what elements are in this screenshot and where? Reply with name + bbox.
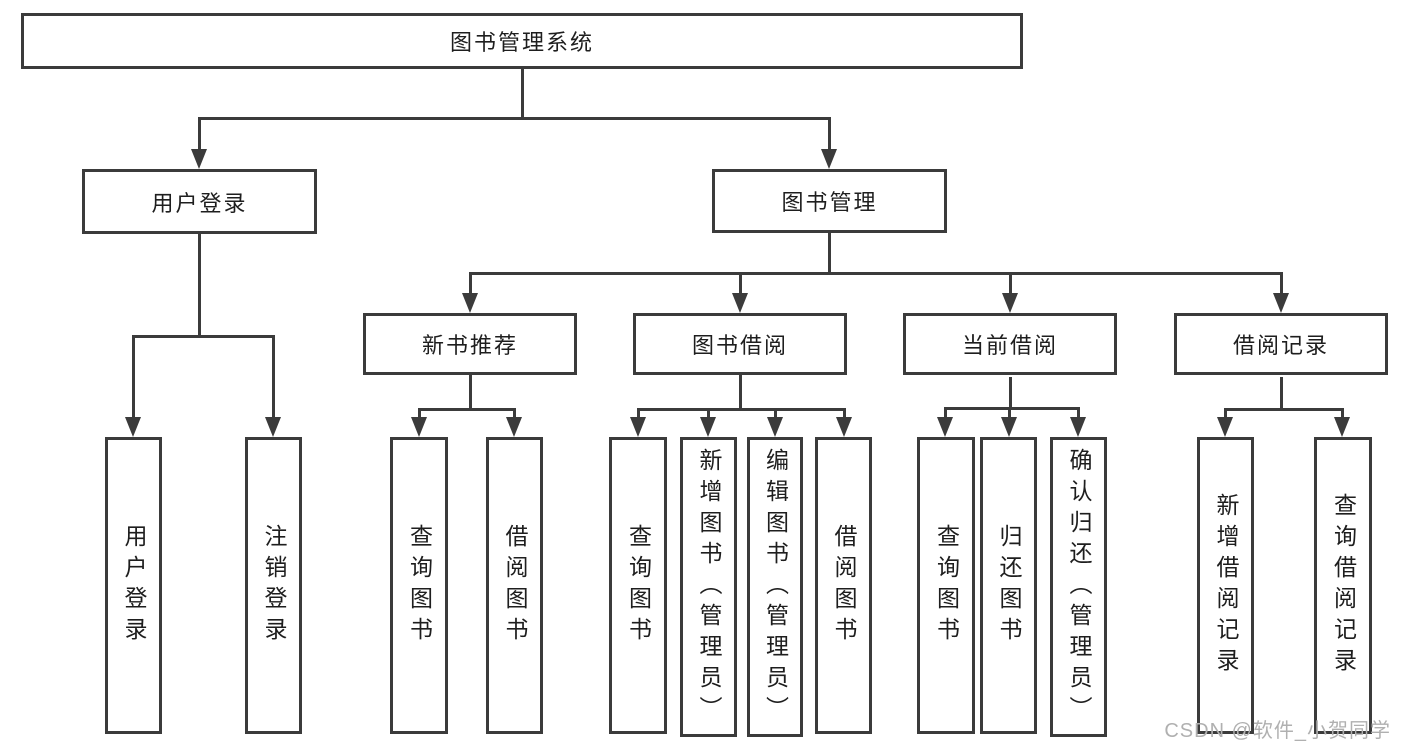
arrow-down-icon [1070,417,1086,437]
node-user-login-leaf: 用户登录 [105,437,162,734]
arrow-down-icon [125,417,141,437]
node-book-borrowing: 图书借阅 [633,313,847,375]
node-bb-add-books-admin: 新增图书（管理员） [680,437,737,737]
connector-drop [1280,272,1283,295]
arrow-down-icon [265,417,281,437]
connector-drop [739,272,742,295]
connector-drop [1341,408,1344,419]
connector-stem [828,233,831,275]
connector-drop [1224,408,1227,419]
arrow-down-icon [630,417,646,437]
arrow-down-icon [836,417,852,437]
arrow-down-icon [1273,293,1289,313]
node-system-root: 图书管理系统 [21,13,1023,69]
connector-stem [1009,377,1012,410]
arrow-down-icon [700,417,716,437]
node-logout-leaf: 注销登录 [245,437,302,734]
arrow-down-icon [506,417,522,437]
node-user-login-module: 用户登录 [82,169,317,234]
connector-drop [198,117,201,151]
node-cb-confirm-return-admin: 确认归还（管理员） [1050,437,1107,737]
node-bb-query-books: 查询图书 [609,437,667,734]
connector-drop [418,408,421,419]
watermark: CSDN @软件_小贺同学 [1164,720,1391,742]
connector-bar [944,407,1079,410]
connector-drop [707,408,710,419]
connector-bar [132,335,274,338]
node-borrowing-records: 借阅记录 [1174,313,1388,375]
arrow-down-icon [1217,417,1233,437]
connector-bar [469,272,1282,275]
connector-bar [637,408,845,411]
node-nb-query-books: 查询图书 [390,437,448,734]
connector-drop [513,408,516,419]
arrow-down-icon [821,149,837,169]
connector-drop [1077,407,1080,419]
node-cb-query-books: 查询图书 [917,437,975,734]
connector-drop [828,117,831,151]
node-bb-borrow-books: 借阅图书 [815,437,872,734]
connector-stem [521,69,524,120]
arrow-down-icon [191,149,207,169]
connector-stem [739,375,742,411]
arrow-down-icon [411,417,427,437]
node-bb-edit-books-admin: 编辑图书（管理员） [747,437,803,737]
arrow-down-icon [732,293,748,313]
node-br-add-record: 新增借阅记录 [1197,437,1254,734]
arrow-down-icon [1334,417,1350,437]
connector-stem [1280,377,1283,411]
connector-drop [774,408,777,419]
connector-drop [132,335,135,419]
arrow-down-icon [462,293,478,313]
arrow-down-icon [1002,293,1018,313]
connector-bar [418,408,515,411]
node-book-management-module: 图书管理 [712,169,947,233]
connector-drop [272,335,275,419]
arrow-down-icon [937,417,953,437]
connector-stem [469,375,472,411]
node-current-borrowing: 当前借阅 [903,313,1117,375]
connector-bar [198,117,830,120]
arrow-down-icon [767,417,783,437]
connector-drop [1008,407,1011,419]
connector-stem [198,234,201,338]
connector-drop [944,407,947,419]
node-nb-borrow-books: 借阅图书 [486,437,543,734]
node-new-book-recommend: 新书推荐 [363,313,577,375]
connector-drop [1009,272,1012,295]
node-cb-return-books: 归还图书 [980,437,1037,734]
connector-drop [469,272,472,295]
arrow-down-icon [1001,417,1017,437]
connector-drop [843,408,846,419]
connector-drop [637,408,640,419]
node-br-query-record: 查询借阅记录 [1314,437,1372,734]
connector-bar [1224,408,1343,411]
